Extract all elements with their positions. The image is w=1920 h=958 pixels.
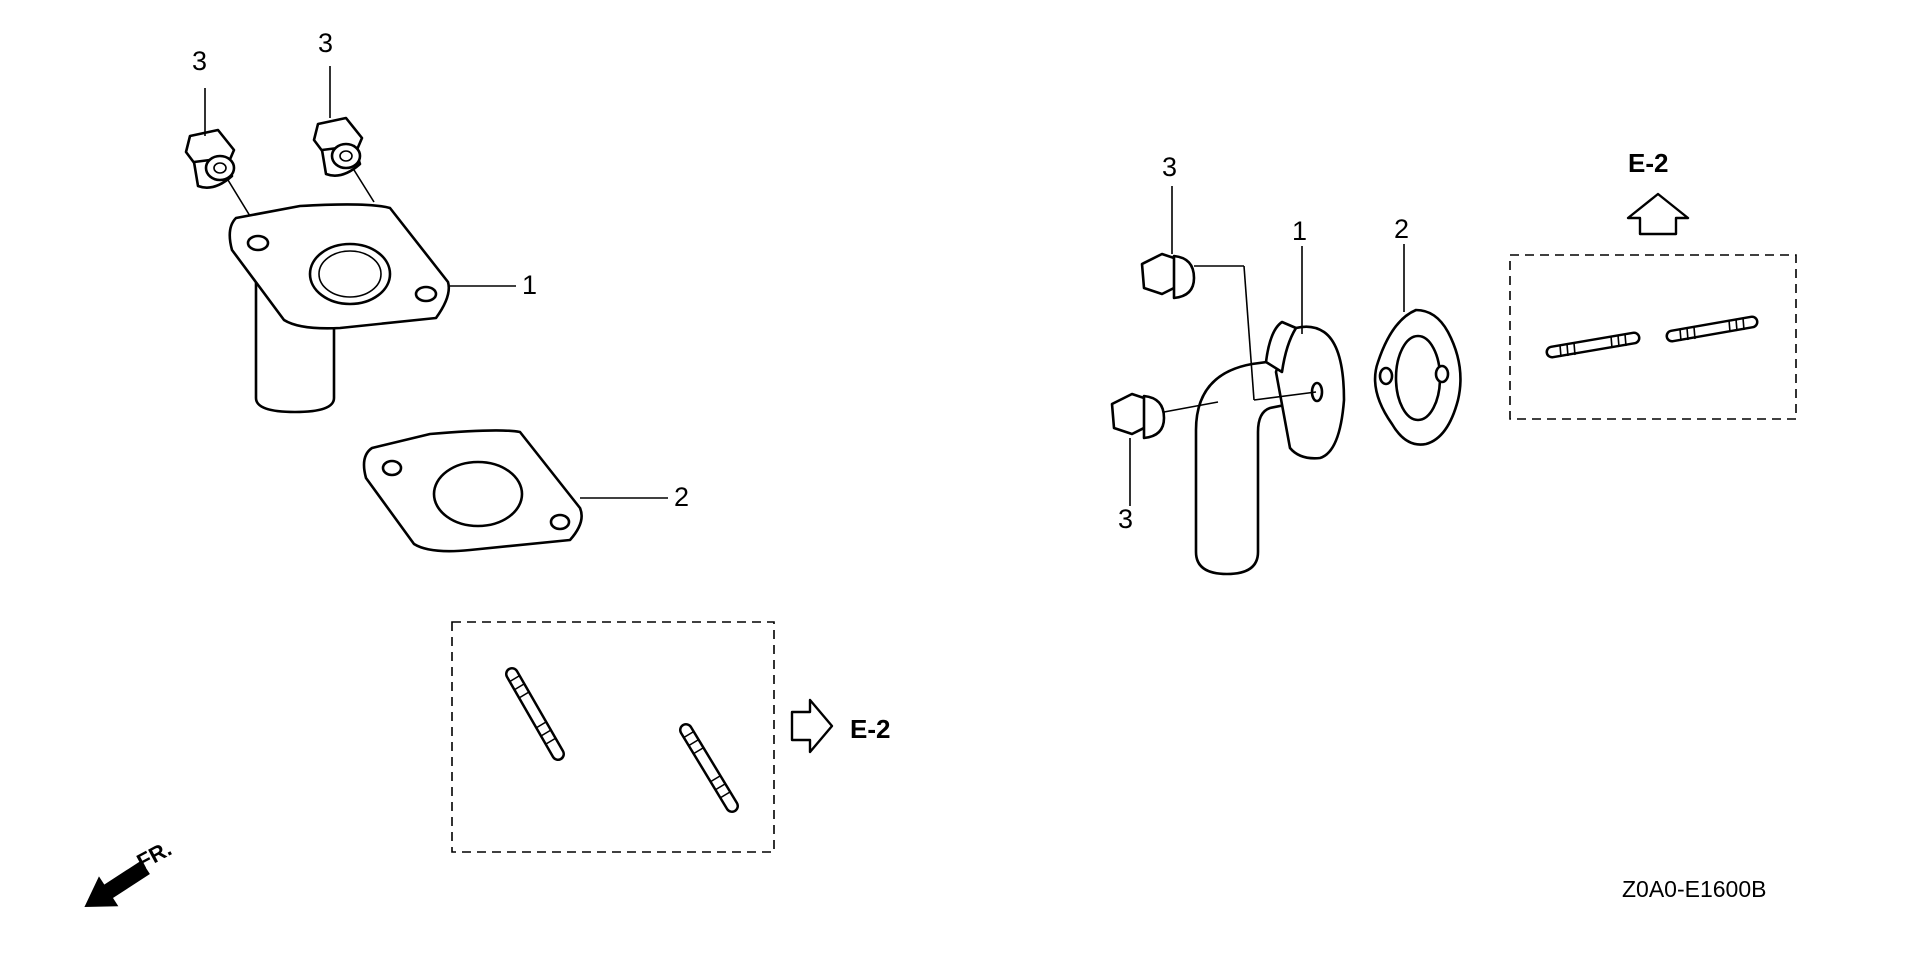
- callout-left-nut-a: 3: [192, 46, 207, 76]
- left-nut-a: [184, 128, 236, 189]
- right-ref-label: E-2: [1628, 148, 1668, 178]
- left-stud-box: [451, 621, 775, 853]
- right-ref-arrow-icon: [1626, 192, 1690, 236]
- callout-right-gasket: 2: [1394, 214, 1409, 244]
- diagram-code: Z0A0-E1600B: [1622, 876, 1766, 902]
- right-stud-b: [1665, 315, 1759, 343]
- right-stud-box: [1509, 254, 1797, 420]
- left-ref-arrow-icon: [790, 698, 834, 754]
- left-stud-b: [679, 723, 739, 813]
- callout-left-elbow: 1: [522, 270, 537, 300]
- callout-left-gasket: 2: [674, 482, 689, 512]
- left-nut-b: [312, 116, 364, 177]
- left-stud-a: [505, 667, 565, 761]
- callout-right-elbow: 1: [1292, 216, 1307, 246]
- callout-right-nut-top: 3: [1162, 152, 1177, 182]
- right-gasket: [1373, 308, 1462, 446]
- left-gasket: [362, 429, 583, 553]
- front-arrow-icon: [84, 860, 150, 908]
- right-nut-top: [1140, 252, 1196, 300]
- callout-right-nut-bottom: 3: [1118, 504, 1133, 534]
- left-ref-label: E-2: [850, 714, 890, 744]
- right-nut-bottom: [1110, 392, 1166, 440]
- right-stud-a: [1545, 331, 1641, 359]
- callout-left-nut-b: 3: [318, 28, 333, 58]
- right-water-elbow: [1194, 320, 1346, 576]
- left-water-elbow: [228, 203, 451, 414]
